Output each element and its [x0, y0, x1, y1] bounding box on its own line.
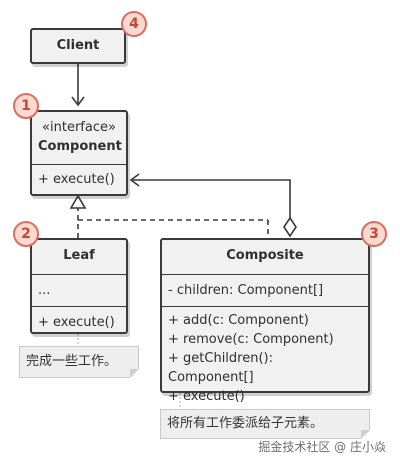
aggregation-arrowhead	[129, 173, 140, 187]
leaf-field: ...	[38, 283, 51, 298]
component-method: + execute()	[38, 172, 115, 187]
composite-method: + execute()	[168, 389, 245, 404]
composite-field: - children: Component[]	[168, 283, 324, 298]
realization-triangle-head	[69, 194, 87, 209]
badge-composite: 3	[361, 221, 387, 247]
component-methods: + execute()	[32, 164, 126, 189]
watermark-text: 掘金技术社区 @ 庄小焱	[258, 440, 386, 454]
leaf-class-box: Leaf ... + execute()	[30, 238, 128, 334]
component-stereotype: «interface»	[42, 120, 116, 135]
leaf-method: + execute()	[38, 315, 115, 330]
aggregation-line	[131, 179, 291, 218]
aggregation-diamond	[283, 216, 297, 238]
leaf-methods: + execute()	[32, 306, 126, 332]
client-label: Client	[56, 38, 100, 53]
composite-name: Composite	[226, 248, 304, 263]
leaf-note: 完成一些工作。	[19, 346, 139, 378]
composite-fields: - children: Component[]	[162, 274, 368, 306]
composite-class-box: Composite - children: Component[] + add(…	[160, 238, 370, 404]
component-interface-box: «interface» Component + execute()	[30, 110, 128, 196]
badge-component: 1	[13, 93, 39, 119]
composite-method: + getChildren(): Component[]	[168, 351, 273, 385]
leaf-fields: ...	[32, 274, 126, 306]
client-association-arrowhead	[71, 96, 85, 107]
badge-leaf: 2	[13, 221, 39, 247]
composite-method: + remove(c: Component)	[168, 332, 334, 347]
component-header: «interface» Component	[32, 112, 126, 164]
component-name: Component	[38, 139, 122, 154]
composite-note: 将所有工作委派给子元素。	[160, 409, 370, 439]
leaf-name: Leaf	[63, 248, 95, 263]
badge-client: 4	[121, 11, 147, 37]
composite-method: + add(c: Component)	[168, 313, 309, 328]
composite-methods: + add(c: Component) + remove(c: Componen…	[162, 306, 368, 406]
client-box: Client	[30, 28, 126, 64]
